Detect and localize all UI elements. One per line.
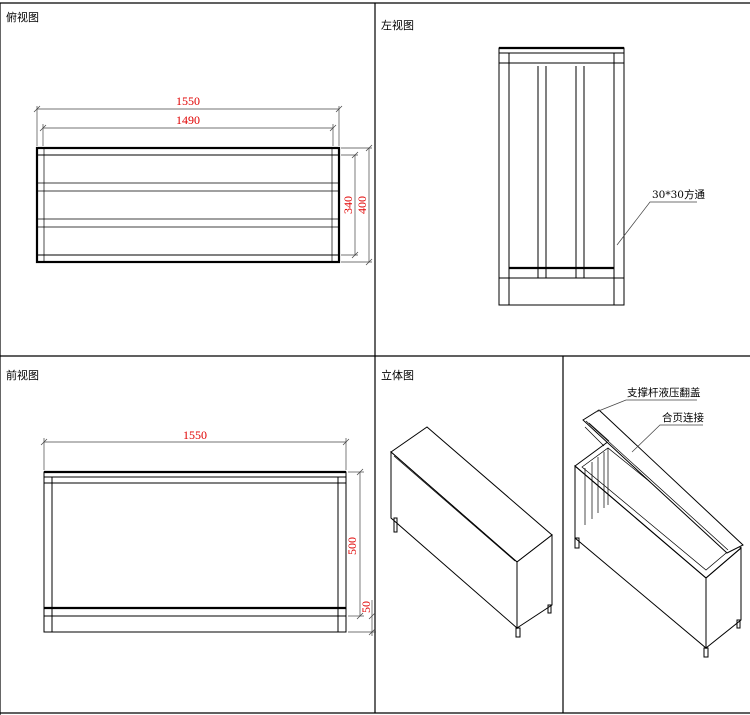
top-dim-inner-width-label: 1490 xyxy=(176,113,200,127)
iso-view-open: 支撑杆液压翻盖 合页连接 xyxy=(574,386,744,658)
top-view-outline xyxy=(35,146,341,264)
top-dim-inner-depth-label: 340 xyxy=(341,196,355,214)
top-dim-400: 400 xyxy=(341,144,373,266)
iso-closed-lid-edge xyxy=(393,455,516,562)
front-dim-1550: 1550 xyxy=(40,428,350,470)
iso-view-closed: 立体图 xyxy=(381,368,553,638)
left-view-title: 左视图 xyxy=(381,18,414,32)
iso-closed-leg xyxy=(515,627,521,638)
front-dim-500: 500 xyxy=(345,468,364,620)
front-view: 前视图 1550 500 xyxy=(6,368,376,636)
iso-open-strut xyxy=(584,426,605,447)
iso-open-lid xyxy=(582,409,744,554)
top-view: 俯视图 1550 1490 xyxy=(6,10,373,266)
front-dim-50: 50 xyxy=(348,600,376,636)
top-dim-1490: 1490 xyxy=(39,113,337,146)
top-dim-340: 340 xyxy=(341,151,359,259)
iso-hinge-leader xyxy=(631,424,703,453)
top-dim-outer-depth-label: 400 xyxy=(355,196,369,214)
iso-open-lid-line xyxy=(585,420,729,551)
iso-open-rim xyxy=(574,440,742,579)
top-dim-1550: 1550 xyxy=(33,94,343,146)
left-view-tube-leader xyxy=(616,201,697,246)
iso-hinge-note: 合页连接 xyxy=(662,411,704,424)
top-dim-outer-width-label: 1550 xyxy=(176,94,200,108)
iso-closed-side-face xyxy=(516,533,553,629)
iso-open-leg xyxy=(574,537,580,549)
iso-view-title: 立体图 xyxy=(381,368,414,382)
top-view-title: 俯视图 xyxy=(6,10,39,24)
front-dim-leg-label: 50 xyxy=(359,601,373,613)
iso-open-leg xyxy=(703,647,709,658)
front-dim-width-label: 1550 xyxy=(183,428,207,442)
iso-strut-leader xyxy=(595,399,697,413)
iso-open-strut xyxy=(588,422,610,442)
iso-open-leg xyxy=(736,619,741,629)
iso-strut-note: 支撑杆液压翻盖 xyxy=(627,386,701,399)
front-dim-height-label: 500 xyxy=(345,537,359,555)
left-view: 左视图 30*30方通 xyxy=(381,18,705,306)
front-view-title: 前视图 xyxy=(6,368,39,382)
left-view-outline xyxy=(498,47,625,306)
iso-closed-leg xyxy=(393,517,398,533)
iso-closed-leg xyxy=(547,604,552,614)
left-view-tube-note: 30*30方通 xyxy=(652,188,705,201)
